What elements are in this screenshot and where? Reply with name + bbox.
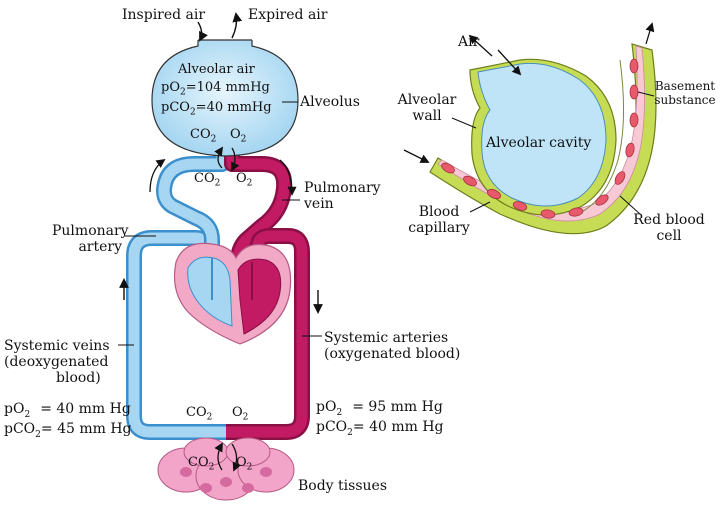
alveolar-air-title: Alveolar air (178, 62, 255, 77)
alveolus-detail (429, 43, 657, 235)
co2-tissue: CO2 (188, 455, 215, 473)
arterial-pco2: pCO2= 40 mm Hg (316, 419, 444, 438)
inspired-air-label: Inspired air (122, 7, 206, 23)
systemic-vein-vessel (126, 230, 226, 440)
alveolus-label: Alveolus (300, 94, 360, 110)
systemic-artery-vessel (226, 228, 310, 440)
pulmonary-artery-vessel (156, 154, 230, 290)
alveolar-pco2: pCO2=40 mmHg (161, 100, 272, 118)
co2-alveolus-mid: CO2 (194, 171, 221, 189)
alveolus-balloon (151, 39, 299, 157)
body-tissue-cells (157, 437, 295, 501)
leader-lines-left (118, 101, 322, 346)
red-blood-cells (441, 58, 639, 219)
pulmonary-vein-vessel (224, 154, 293, 263)
expired-air-label: Expired air (248, 7, 328, 23)
flow-arrows (119, 12, 323, 472)
systemic-arteries-label: Systemic arteries(oxygenated blood) (324, 330, 461, 363)
co2-tissue-top: CO2 (186, 405, 213, 423)
venous-po2: pO2= 40 mm Hg (4, 401, 131, 420)
leader-lines-right (451, 91, 655, 215)
o2-tissue-top: O2 (232, 405, 249, 423)
o2-tissue: O2 (236, 455, 253, 473)
alveolar-cavity-label: Alveolar cavity (486, 135, 592, 151)
venous-pco2: pCO2= 45 mm Hg (4, 421, 132, 440)
o2-alveolus-top: O2 (230, 127, 247, 145)
o2-alveolus-mid: O2 (236, 171, 253, 189)
co2-alveolus-top: CO2 (190, 127, 217, 145)
air-label: Air (458, 34, 480, 50)
alveolar-po2: pO2=104 mmHg (161, 80, 270, 98)
detail-arrows (403, 22, 655, 163)
heart (173, 242, 292, 345)
arterial-po2: pO2= 95 mm Hg (316, 399, 443, 418)
body-tissues-label: Body tissues (298, 478, 387, 494)
